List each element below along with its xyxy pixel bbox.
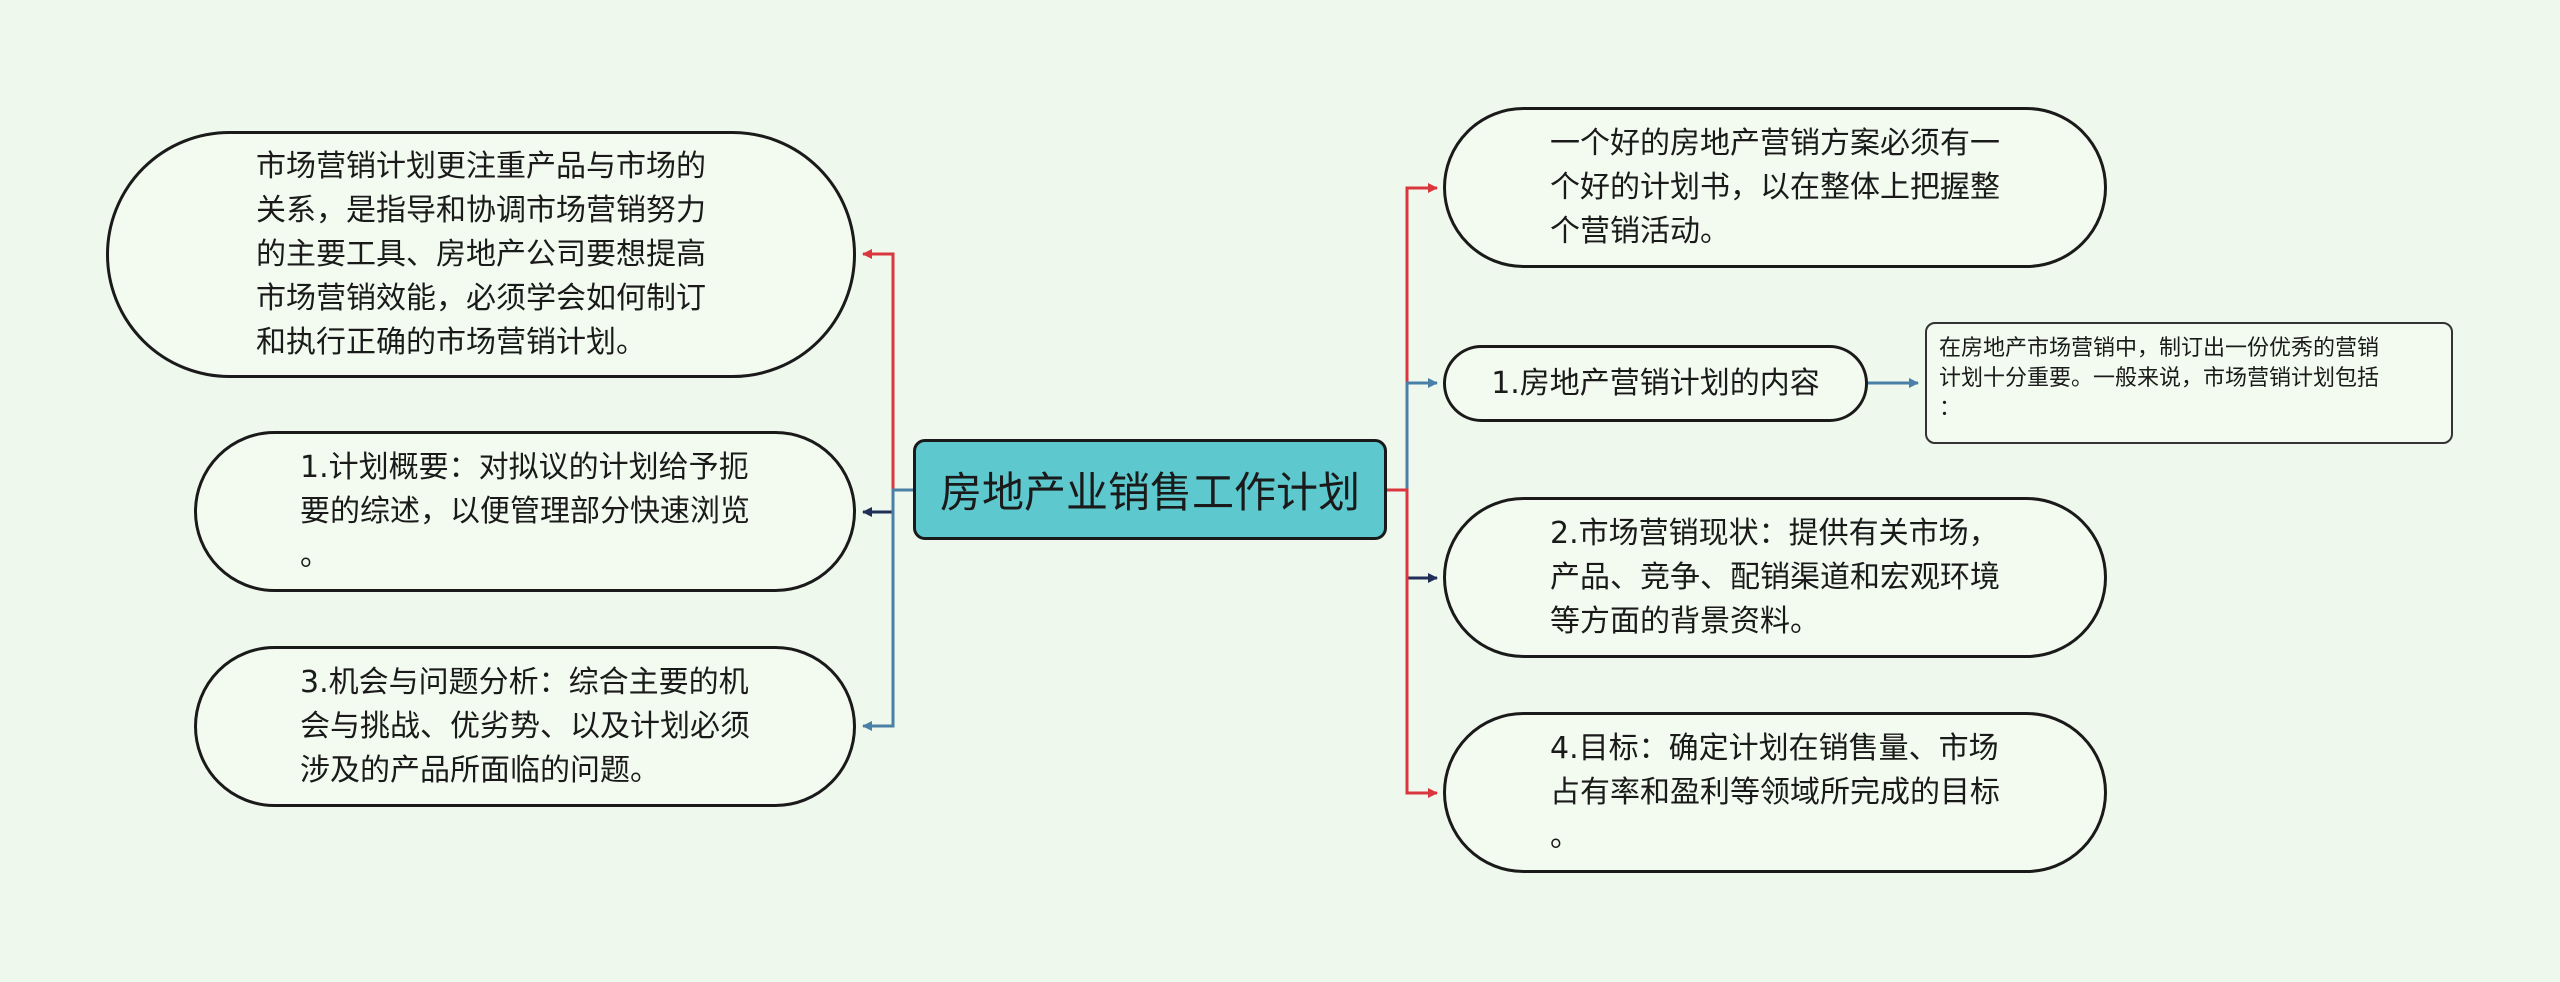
detail-note-text: 在房地产市场营销中，制订出一份优秀的营销 计划十分重要。一般来说，市场营销计划包… [1939,336,2380,421]
connector-right-4 [1387,488,1438,798]
left-node-3-text: 3.机会与问题分析：综合主要的机 会与挑战、优劣势、以及计划必须 涉及的产品所面… [300,664,750,788]
detail-note[interactable]: 在房地产市场营销中，制订出一份优秀的营销 计划十分重要。一般来说，市场营销计划包… [1925,322,2453,444]
right-node-2-text: 1.房地产营销计划的内容 [1491,365,1820,401]
connector-left-1 [862,249,913,492]
left-node-1-text: 市场营销计划更注重产品与市场的 关系，是指导和协调市场营销努力 的主要工具、房地… [256,148,706,360]
right-node-plan-content[interactable]: 1.房地产营销计划的内容 [1443,345,1868,422]
connector-right-1 [1387,183,1438,492]
left-node-plan-summary[interactable]: 1.计划概要：对拟议的计划给予扼 要的综述，以便管理部分快速浏览 。 [194,431,856,592]
right-node-market-status[interactable]: 2.市场营销现状：提供有关市场， 产品、竞争、配销渠道和宏观环境 等方面的背景资… [1443,497,2107,658]
root-title: 房地产业销售工作计划 [939,468,1360,517]
connector-left-3 [862,488,913,731]
right-node-good-plan[interactable]: 一个好的房地产营销方案必须有一 个好的计划书，以在整体上把握整 个营销活动。 [1443,107,2107,268]
left-node-2-text: 1.计划概要：对拟议的计划给予扼 要的综述，以便管理部分快速浏览 。 [300,449,750,573]
right-node-1-text: 一个好的房地产营销方案必须有一 个好的计划书，以在整体上把握整 个营销活动。 [1550,125,2000,249]
right-node-3-text: 2.市场营销现状：提供有关市场， 产品、竞争、配销渠道和宏观环境 等方面的背景资… [1550,515,2000,639]
connector-left-2 [862,488,913,517]
left-node-marketing-plan-intro[interactable]: 市场营销计划更注重产品与市场的 关系，是指导和协调市场营销努力 的主要工具、房地… [106,131,856,378]
connector-right-3 [1387,488,1438,583]
connector-right-2 [1387,378,1438,492]
root-node[interactable]: 房地产业销售工作计划 [913,439,1387,540]
left-node-opportunity-analysis[interactable]: 3.机会与问题分析：综合主要的机 会与挑战、优劣势、以及计划必须 涉及的产品所面… [194,646,856,807]
right-node-4-text: 4.目标：确定计划在销售量、市场 占有率和盈利等领域所完成的目标 。 [1550,730,2000,854]
right-node-goals[interactable]: 4.目标：确定计划在销售量、市场 占有率和盈利等领域所完成的目标 。 [1443,712,2107,873]
